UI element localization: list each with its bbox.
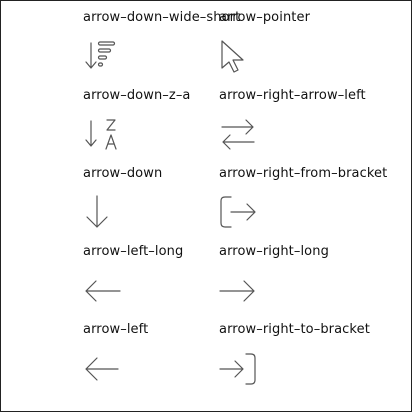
arrow-right-arrow-left-icon — [219, 115, 257, 153]
icon-label: arrow–right–to–bracket — [219, 322, 370, 337]
arrow-left-long-icon — [83, 271, 121, 309]
icon-label: arrow–right–from–bracket — [219, 166, 388, 181]
arrow-pointer-icon — [219, 37, 257, 75]
arrow-right-from-bracket-icon — [219, 193, 257, 231]
icon-label: arrow–down–wide–short — [83, 10, 241, 25]
arrow-right-long-icon — [219, 271, 257, 309]
icon-label: arrow–right–long — [219, 244, 329, 259]
icon-label: arrow–left — [83, 322, 149, 337]
icon-label: arrow–left–long — [83, 244, 184, 259]
icon-label: arrow–right–arrow–left — [219, 88, 366, 103]
arrow-down-icon — [83, 193, 121, 231]
icon-label: arrow–pointer — [219, 10, 311, 25]
arrow-down-wide-short-icon — [83, 37, 121, 75]
arrow-left-icon — [83, 349, 121, 387]
icon-label: arrow–down — [83, 166, 163, 181]
arrow-right-to-bracket-icon — [219, 349, 257, 387]
icon-label: arrow–down–z–a — [83, 88, 191, 103]
arrow-down-z-a-icon — [83, 115, 121, 153]
